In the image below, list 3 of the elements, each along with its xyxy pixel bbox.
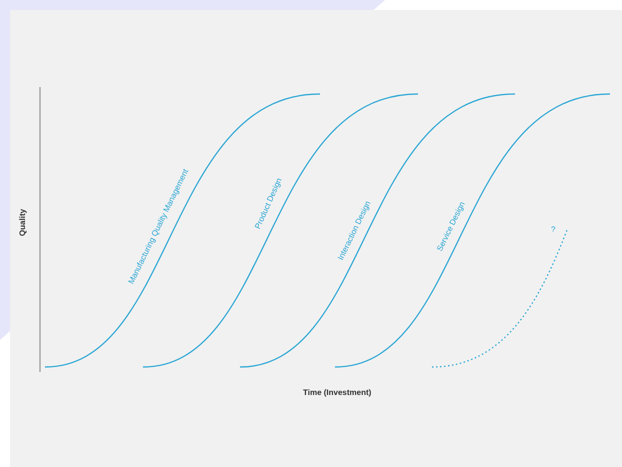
- curve-label: ?: [551, 224, 556, 234]
- axis-label: Quality: [18, 208, 27, 236]
- axis-label: Time (Investment): [303, 388, 372, 396]
